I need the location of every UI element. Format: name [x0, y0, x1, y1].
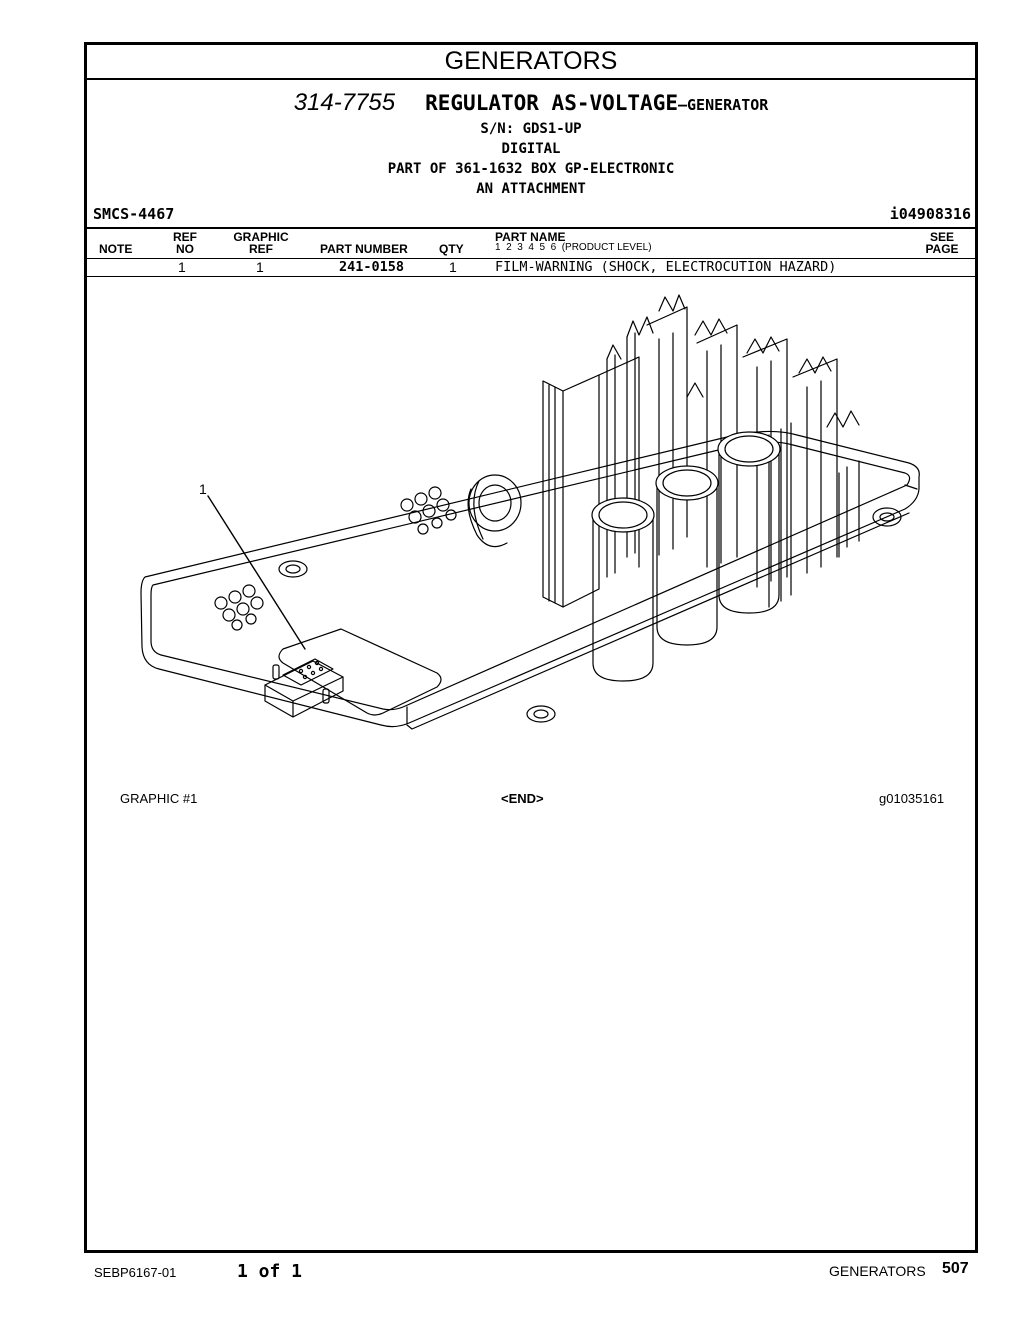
graphic-id: g01035161	[879, 791, 945, 806]
smcs-code: SMCS-4467	[93, 205, 175, 223]
divider	[87, 258, 975, 259]
info-type: DIGITAL	[501, 141, 561, 157]
graphic-caption: GRAPHIC #1	[120, 791, 198, 806]
header-see-page: SEE PAGE	[925, 230, 959, 256]
header-ref-no: REF NO	[173, 230, 197, 256]
title-part-number: 314-7755	[293, 89, 396, 116]
row-qty: 1	[449, 259, 457, 275]
info-part-of: PART OF 361-1632 BOX GP-ELECTRONIC	[387, 161, 675, 177]
row-part-name: FILM-WARNING (SHOCK, ELECTROCUTION HAZAR…	[495, 259, 837, 275]
page-title: 314-7755 REGULATOR AS-VOLTAGE—GENERATOR	[87, 89, 975, 117]
section-title: GENERATORS	[87, 45, 975, 80]
footer-section: GENERATORS	[829, 1263, 926, 1279]
footer-doc-id: SEBP6167-01	[94, 1265, 177, 1280]
row-graphic-ref: 1	[256, 259, 264, 275]
header-graphic-ref: GRAPHIC REF	[233, 230, 289, 256]
illustration-id: i04908316	[889, 205, 971, 223]
divider	[87, 276, 975, 277]
regulator-illustration: 1	[140, 294, 920, 730]
divider	[87, 227, 975, 229]
info-serial: S/N: GDS1-UP	[480, 121, 582, 137]
row-ref-no: 1	[178, 259, 186, 275]
header-part-number: PART NUMBER	[320, 242, 408, 256]
header-part-name: PART NAME	[495, 230, 566, 244]
info-attachment: AN ATTACHMENT	[476, 181, 586, 197]
footer-page-of: 1 of 1	[237, 1261, 303, 1282]
row-part-number[interactable]: 241-0158	[339, 259, 405, 275]
title-name: REGULATOR AS-VOLTAGE	[425, 91, 678, 115]
header-note: NOTE	[99, 242, 133, 256]
header-qty: QTY	[439, 242, 464, 256]
footer-page-number: 507	[942, 1260, 969, 1277]
header-product-level: 1 2 3 4 5 6 (PRODUCT LEVEL)	[495, 242, 652, 253]
callout-1: 1	[199, 481, 207, 497]
title-suffix: —GENERATOR	[678, 96, 769, 114]
end-marker: <END>	[501, 791, 544, 806]
page-frame: GENERATORS 314-7755 REGULATOR AS-VOLTAGE—…	[84, 42, 978, 1253]
